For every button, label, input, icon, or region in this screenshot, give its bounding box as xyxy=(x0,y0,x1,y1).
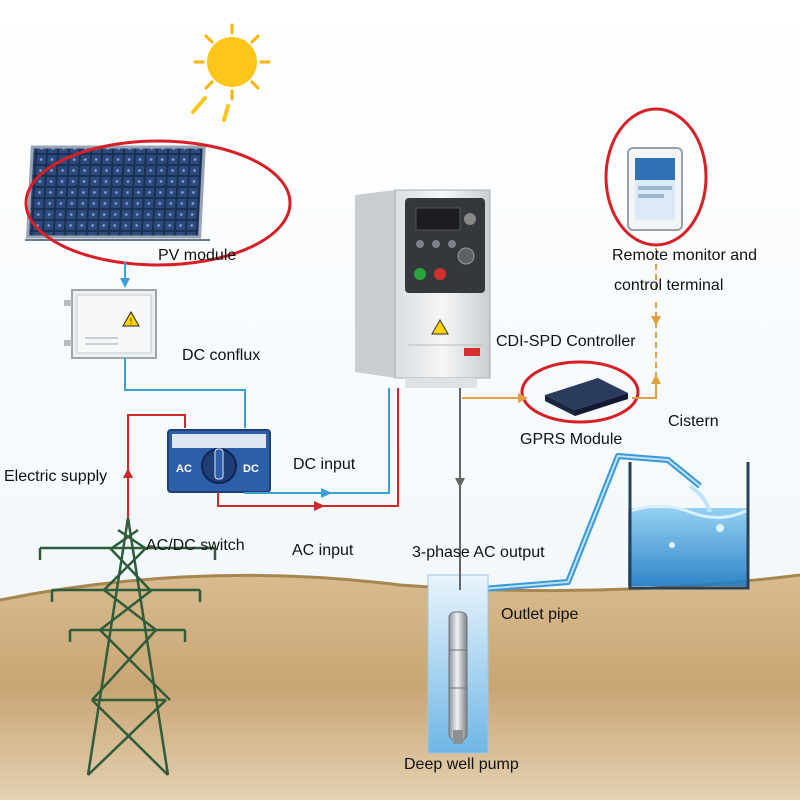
svg-text:!: ! xyxy=(129,317,132,326)
label-electric-supply: Electric supply xyxy=(4,468,108,485)
label-pv-module: PV module xyxy=(158,247,237,264)
cistern-tank xyxy=(627,462,750,590)
label-ac-input: AC input xyxy=(292,542,354,559)
output-arrow xyxy=(455,478,465,488)
label-outlet-pipe: Outlet pipe xyxy=(501,606,579,623)
signal-arrow-down xyxy=(651,316,661,326)
label-cistern: Cistern xyxy=(668,413,719,430)
sun-icon xyxy=(191,23,271,122)
label-dc-conflux: DC conflux xyxy=(182,347,261,364)
cdi-spd-controller xyxy=(355,189,491,388)
label-ac-dc-switch: AC/DC switch xyxy=(146,537,245,554)
label-remote-line2: control terminal xyxy=(614,277,724,294)
ground-soil xyxy=(0,575,800,800)
ac-dc-switch: AC DC xyxy=(167,429,271,493)
remote-highlight-ellipse xyxy=(604,107,708,247)
signal-lines xyxy=(462,248,657,399)
label-remote-line1: Remote monitor and xyxy=(612,247,757,264)
ac-lines xyxy=(127,388,399,518)
label-deep-well-pump: Deep well pump xyxy=(404,756,519,773)
remote-terminal-phone xyxy=(627,147,683,231)
ac-supply-arrow xyxy=(123,468,133,478)
signal-arrow-to-gprs xyxy=(518,393,528,403)
gprs-module xyxy=(545,378,628,416)
switch-ac-label: AC xyxy=(176,463,192,475)
dc-input-arrow xyxy=(321,488,332,498)
gprs-highlight-ellipse xyxy=(520,360,640,424)
power-tower xyxy=(38,517,217,776)
pv-panel xyxy=(25,145,210,241)
label-three-phase-output: 3-phase AC output xyxy=(412,544,545,561)
dc-arrow-to-conflux xyxy=(120,278,130,288)
label-dc-input: DC input xyxy=(293,456,356,473)
switch-dc-label: DC xyxy=(243,463,259,475)
deep-well-pump xyxy=(448,611,468,744)
label-gprs-module: GPRS Module xyxy=(520,431,623,448)
ac-input-arrow xyxy=(314,501,325,511)
signal-arrow-up xyxy=(651,374,661,384)
dc-conflux-box: ! xyxy=(64,289,157,359)
label-controller: CDI-SPD Controller xyxy=(496,333,636,350)
pv-highlight-ellipse xyxy=(24,139,292,267)
